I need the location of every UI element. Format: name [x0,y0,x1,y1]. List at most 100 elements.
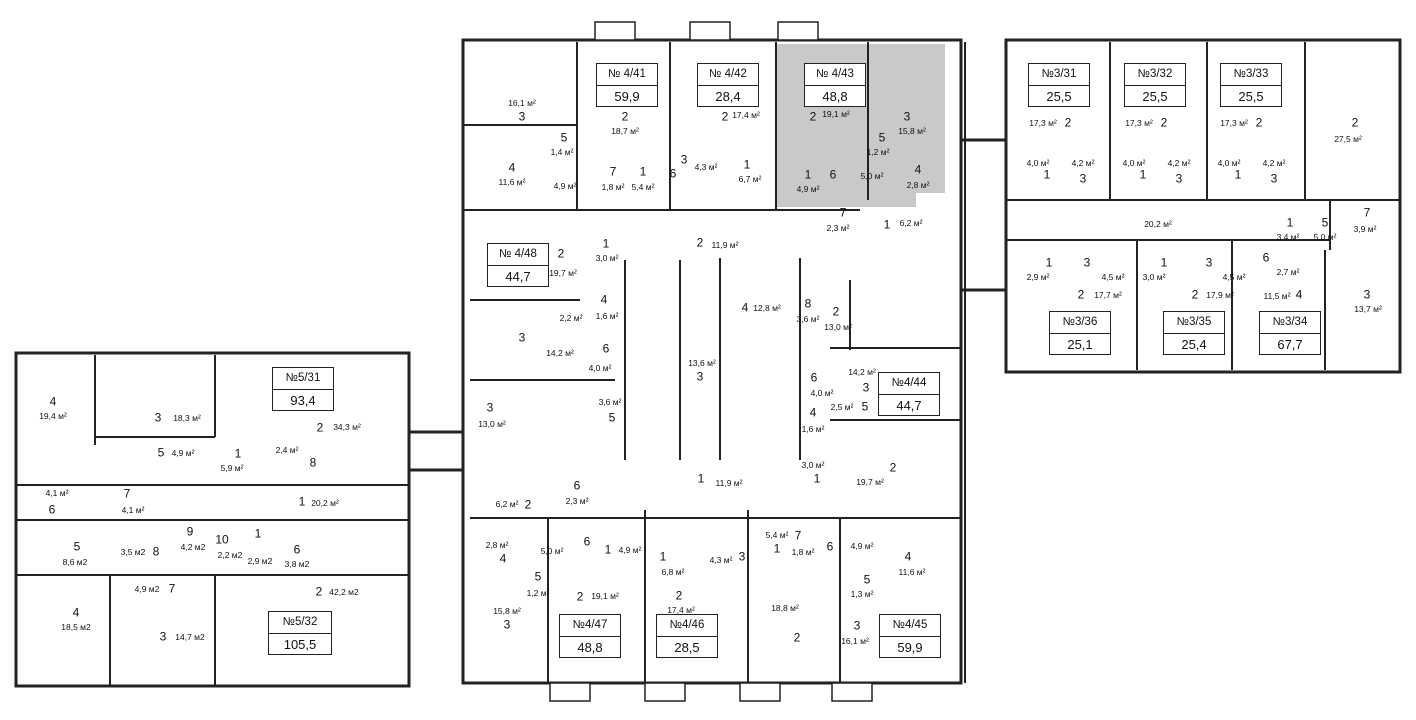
room-area: 17,3 м² [1029,118,1057,128]
room-number: 5 [534,569,542,584]
room-number: 2 [1160,115,1168,130]
room-number: 6 [1262,250,1270,265]
apartment-card[interactable]: № 4/48 44,7 [487,243,549,287]
room-number: 2 [315,584,323,599]
room-number: 2 [524,497,532,512]
apartment-number: №3/32 [1125,64,1185,86]
room-area: 14,2 м² [848,367,876,377]
apartment-number: №4/44 [879,373,939,395]
room-area: 1,8 м² [601,182,625,192]
room-number: 1 [813,471,821,486]
room-number: 3 [1079,171,1087,186]
room-area: 19,7 м² [549,268,577,278]
apartment-area: 25,1 [1067,337,1093,352]
room-area: 2,7 м² [1276,267,1300,277]
room-number: 4 [49,394,57,409]
room-area: 6,7 м² [738,174,762,184]
room-area: 4,5 м² [1101,272,1125,282]
room-number: 2 [832,304,840,319]
room-number: 3 [154,410,162,425]
room-number: 4 [72,605,80,620]
apartment-card[interactable]: №3/31 25,5 [1028,63,1090,107]
apartment-number: №3/31 [1029,64,1089,86]
room-number: 1 [1139,167,1147,182]
room-area: 4,0 м² [1217,158,1241,168]
room-area: 4,9 м² [618,545,642,555]
room-area: 5,0 м² [860,171,884,181]
apartment-number: №5/32 [269,612,331,634]
room-number: 1 [804,167,812,182]
room-area: 13,0 м² [824,322,852,332]
room-area: 20,2 м² [1144,219,1172,229]
room-area: 15,8 м² [493,606,521,616]
room-area: 4,9 м2 [134,584,160,594]
room-area: 17,9 м² [1206,290,1234,300]
room-area: 4,9 м² [850,541,874,551]
apartment-area: 44,7 [896,398,922,413]
room-number: 1 [234,446,242,461]
room-area: 3,0 м² [801,460,825,470]
room-area: 5,4 м² [631,182,655,192]
room-number: 10 [215,532,229,547]
room-area: 3,9 м² [1353,224,1377,234]
room-number: 6 [602,341,610,356]
room-area: 11,5 м² [1263,291,1291,301]
room-number: 2 [793,630,801,645]
apartment-area: 44,7 [505,269,531,284]
room-number: 1 [639,164,647,179]
room-number: 1 [602,236,610,251]
room-area: 1,3 м² [850,589,874,599]
room-number: 3 [862,380,870,395]
room-area: 4,9 м² [553,181,577,191]
room-area: 17,4 м² [667,605,695,615]
room-number: 3 [503,617,511,632]
apartment-card[interactable]: №4/44 44,7 [878,372,940,416]
room-number: 1 [743,157,751,172]
apartment-area: 25,5 [1046,89,1072,104]
room-number: 4 [499,551,507,566]
room-area: 11,9 м² [715,478,743,488]
room-number: 4 [1295,287,1303,302]
room-number: 1 [1286,215,1294,230]
room-area: 13,0 м² [478,419,506,429]
room-number: 1 [1160,255,1168,270]
room-area: 4,2 м² [1167,158,1191,168]
balconies [549,21,873,702]
room-area: 2,8 м² [485,540,509,550]
room-number: 5 [73,539,81,554]
room-area: 11,6 м² [898,567,926,577]
room-area: 4,3 м² [709,555,733,565]
room-number: 1 [1045,255,1053,270]
room-area: 1,4 м² [550,147,574,157]
room-area: 3,5 м2 [120,547,146,557]
room-area: 5,0 м² [540,546,564,556]
room-area: 3,4 м² [1276,232,1300,242]
room-area: 19,7 м² [856,477,884,487]
room-area: 8,6 м2 [62,557,88,567]
apartment-number: №4/46 [657,615,717,637]
room-area: 2,4 м² [275,445,299,455]
room-number: 7 [794,528,802,543]
apartment-number: № 4/41 [597,64,657,86]
room-area: 4,0 м² [588,363,612,373]
room-area: 13,7 м² [1354,304,1382,314]
room-area: 18,8 м² [771,603,799,613]
room-number: 5 [157,445,165,460]
room-number: 8 [309,455,317,470]
apartment-number: № 4/48 [488,244,548,266]
room-area: 2,2 м² [559,313,583,323]
room-number: 7 [123,486,131,501]
